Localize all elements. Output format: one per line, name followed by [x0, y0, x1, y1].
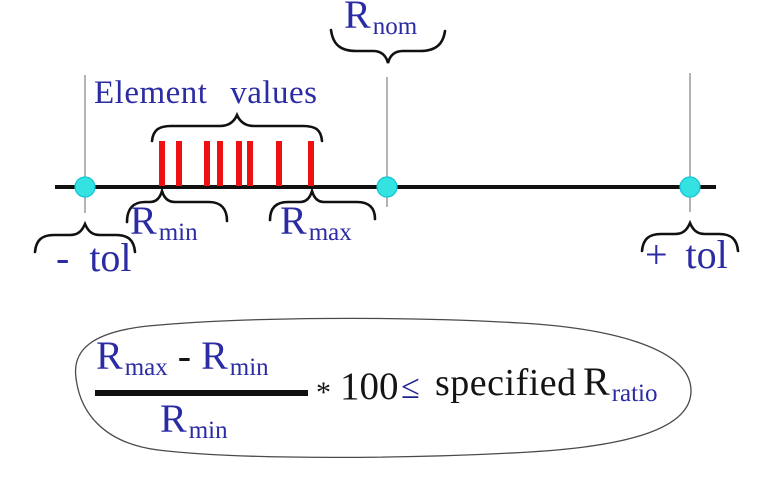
- qualifier-specified: specified: [435, 362, 577, 404]
- element-value-tick: [247, 141, 253, 186]
- r-min-subscript: min: [158, 218, 198, 246]
- dot-plus-tol: [679, 176, 701, 198]
- label-r-ratio: Rratio: [583, 359, 658, 408]
- braces: [33, 28, 740, 254]
- label-r-nominal: Rnom: [344, 0, 417, 39]
- element-value-tick: [236, 141, 242, 186]
- element-value-tick: [159, 141, 165, 186]
- multiply-operator: *: [316, 376, 331, 409]
- label-minus-tol: - tol: [56, 235, 132, 280]
- element-value-tick: [176, 141, 182, 186]
- r-max-subscript: max: [308, 218, 352, 246]
- element-value-tick: [276, 141, 282, 186]
- brace-r-min: [125, 186, 229, 224]
- label-r-min: Rmin: [130, 201, 198, 245]
- element-value-tick: [217, 141, 223, 186]
- denominator-r-base: R: [160, 396, 187, 441]
- dot-minus-tol: [74, 176, 96, 198]
- element-value-tick: [308, 141, 314, 186]
- brace-r-max: [268, 186, 377, 222]
- tolerance-dots: [74, 176, 701, 198]
- r-nominal-base: R: [344, 0, 371, 37]
- numerator-r-min-base: R: [201, 333, 228, 378]
- minus-operator: -: [177, 333, 192, 378]
- dot-nominal: [376, 176, 398, 198]
- element-value-tick: [204, 141, 210, 186]
- brace-plus-tol: [640, 219, 740, 253]
- formula-ellipse: [74, 317, 692, 459]
- brace-element-values: [150, 111, 324, 143]
- denominator-r-subscript: min: [188, 416, 228, 444]
- r-nominal-subscript: nom: [372, 12, 418, 40]
- element-value-ticks: [159, 141, 314, 186]
- fraction-bar: [95, 390, 308, 396]
- factor-100: 100: [340, 365, 399, 408]
- brace-minus-tol: [33, 220, 137, 254]
- label-plus-tol: + tol: [645, 232, 728, 277]
- brace-r-nom: [329, 28, 447, 64]
- numerator-r-min-subscript: min: [229, 353, 269, 381]
- numerator-r-max-base: R: [96, 333, 123, 378]
- label-element-values: Element values: [94, 75, 318, 111]
- formula-numerator: Rmax-Rmin: [96, 336, 269, 380]
- numerator-r-max-subscript: max: [124, 353, 168, 381]
- less-equal-relation: ≤: [401, 369, 420, 406]
- r-min-base: R: [130, 198, 157, 243]
- r-max-base: R: [280, 198, 307, 243]
- r-ratio-base: R: [583, 359, 610, 404]
- r-ratio-subscript: ratio: [611, 380, 658, 408]
- label-r-max: Rmax: [280, 201, 352, 245]
- formula-denominator: Rmin: [160, 399, 228, 443]
